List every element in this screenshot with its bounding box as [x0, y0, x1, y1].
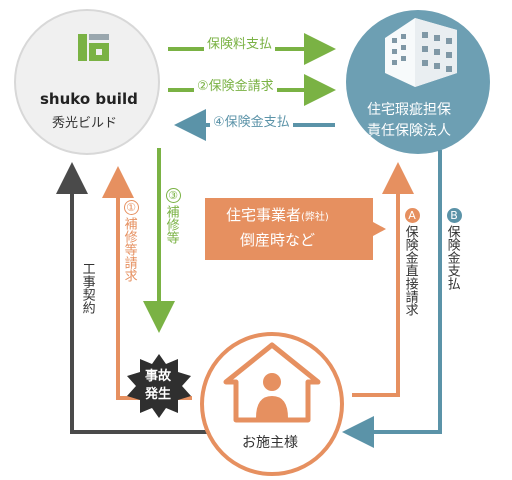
condition-box — [205, 198, 373, 260]
condition-line2: 倒産時など — [240, 231, 316, 249]
repair-request-label-group: ① 補修等請求 — [122, 196, 140, 282]
repair-label: 補修等 — [163, 205, 179, 244]
repair-request-label: 補修等請求 — [121, 217, 137, 282]
step-a-badge: A — [404, 208, 420, 223]
direct-payout-label: 保険金支払 — [444, 225, 460, 290]
contract-arrow — [56, 162, 240, 434]
owner-name: お施主様 — [242, 435, 298, 451]
builder-name: 秀光ビルド — [52, 116, 118, 131]
direct-claim-arrow — [352, 162, 414, 397]
contract-label: 工事契約 — [79, 262, 95, 314]
direct-claim-label-group: A 保険金直接請求 — [403, 204, 421, 316]
step-1-badge: ① — [123, 200, 139, 215]
direct-payout-arrow — [342, 150, 442, 448]
claim-label: ②保険金請求 — [194, 80, 277, 93]
builder-node — [14, 9, 160, 155]
direct-claim-label: 保険金直接請求 — [402, 225, 418, 316]
builder-brand: shuko build — [40, 90, 138, 108]
event-badge-line1: 事故 — [145, 369, 172, 384]
building-icon — [385, 18, 457, 87]
builder-logo — [78, 34, 109, 61]
event-burst — [127, 354, 191, 418]
insurer-name-line1: 住宅瑕疵担保 — [367, 102, 451, 118]
premium-label: 保険料支払 — [204, 38, 276, 51]
direct-payout-label-group: B 保険金支払 — [445, 204, 463, 290]
condition-line1: 住宅事業者(弊社) — [226, 206, 329, 224]
house-icon — [223, 342, 321, 423]
step-3-badge: ③ — [165, 188, 181, 203]
step-b-badge: B — [446, 208, 462, 223]
insurer-name-line2: 責任保険法人 — [367, 123, 451, 139]
event-badge-line2: 発生 — [145, 387, 172, 402]
payout-label: ④保険金支払 — [210, 116, 293, 129]
repair-label-group: ③ 補修等 — [164, 184, 182, 244]
